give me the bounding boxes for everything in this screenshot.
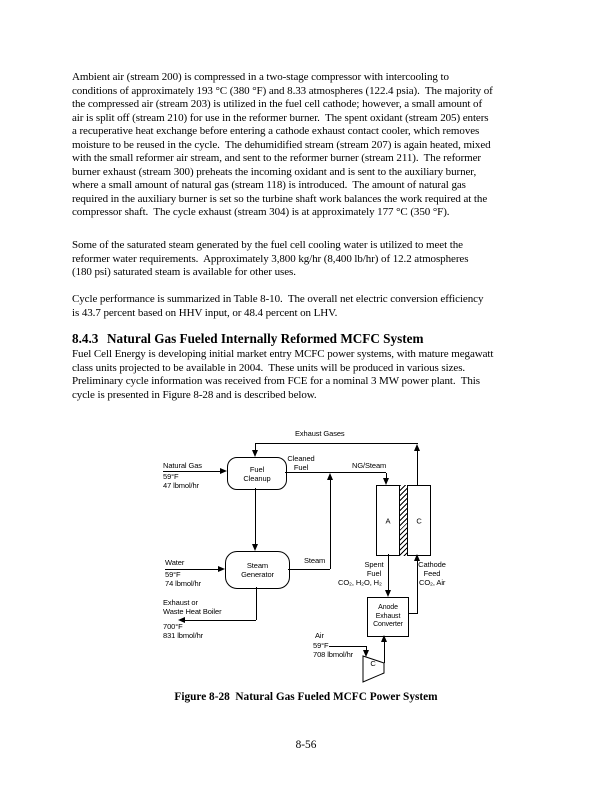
anode-exhaust-converter-box: Anode Exhaust Converter xyxy=(367,597,409,637)
air-line xyxy=(329,646,367,647)
section-heading: 8.4.3 Natural Gas Fueled Internally Refo… xyxy=(72,331,423,347)
natural-gas-label: Natural Gas xyxy=(163,461,202,470)
compressor-outlet-line xyxy=(384,642,385,663)
arrowhead-water-in xyxy=(218,566,225,572)
section-title: Natural Gas Fueled Internally Reformed M… xyxy=(107,331,424,346)
arrowhead-into-fuel-cell xyxy=(383,478,389,485)
steam-generator-box: Steam Generator xyxy=(225,551,290,589)
cleanup-to-generator-line xyxy=(255,488,256,544)
steam-label: Steam xyxy=(304,556,326,565)
arrowhead-waste-heat xyxy=(178,617,185,623)
water-line xyxy=(165,569,218,570)
natural-gas-flow-label: 47 lbmol/hr xyxy=(163,481,200,490)
spent-fuel-label: Spent Fuel xyxy=(364,560,384,578)
arrowhead-exhaust-up xyxy=(414,444,420,451)
paragraph-fce-intro: Fuel Cell Energy is developing initial m… xyxy=(72,348,494,401)
electrolyte-hatch xyxy=(399,485,408,556)
arrowhead-into-cleanup xyxy=(220,468,227,474)
anode-side-label: A xyxy=(385,516,391,525)
section-number: 8.4.3 xyxy=(72,331,99,346)
air-label: Air xyxy=(315,631,324,640)
fuel-cleanup-box: Fuel Cleanup xyxy=(227,457,287,490)
arrowhead-cathode-feed xyxy=(414,554,420,561)
paragraph-saturated-steam: Some of the saturated steam generated by… xyxy=(72,239,469,278)
cathode-feed-riser-line xyxy=(417,561,418,614)
generator-exhaust-drop-line xyxy=(256,587,257,620)
ng-steam-label: NG/Steam xyxy=(352,461,387,470)
natural-gas-line xyxy=(163,471,220,472)
cleaned-fuel-line xyxy=(285,472,386,473)
waste-heat-temp-label: 700°F xyxy=(163,622,183,631)
anode-gases-label: CO₂, H₂O, H₂ xyxy=(338,578,382,587)
water-temp-label: 59°F xyxy=(165,570,181,579)
exhaust-gases-drop-line xyxy=(255,444,256,450)
fuel-cell-exhaust-riser-line xyxy=(417,451,418,485)
cathode-feed-label: Cathode Feed xyxy=(418,560,446,578)
air-drop-line xyxy=(366,647,367,650)
steam-line xyxy=(288,569,330,570)
arrowhead-steam-up xyxy=(327,473,333,480)
air-compressor-symbol xyxy=(362,655,385,683)
waste-heat-line xyxy=(185,620,256,621)
exhaust-gases-line xyxy=(255,443,418,444)
figure-caption: Figure 8-28 Natural Gas Fueled MCFC Powe… xyxy=(174,691,438,703)
waste-heat-flow-label: 831 lbmol/hr xyxy=(163,631,204,640)
water-flow-label: 74 lbmol/hr xyxy=(165,579,202,588)
arrowhead-into-steam-generator xyxy=(252,544,258,551)
arrowhead-into-converter xyxy=(385,590,391,597)
water-label: Water xyxy=(165,558,185,567)
cathode-feed-line xyxy=(407,613,418,614)
cleaned-fuel-label: Cleaned Fuel xyxy=(287,454,315,472)
spent-fuel-line xyxy=(388,554,389,590)
natural-gas-temp-label: 59°F xyxy=(163,471,179,481)
cathode-gases-label: CO₂, Air xyxy=(419,578,446,587)
arrowhead-into-fuel-cleanup xyxy=(252,450,258,457)
paragraph-cycle-performance: Cycle performance is summarized in Table… xyxy=(72,293,484,319)
air-flow-label: 708 lbmol/hr xyxy=(313,650,354,659)
fuel-cell-stack-box: A C xyxy=(376,485,431,556)
steam-riser-line xyxy=(330,480,331,569)
exhaust-gases-label: Exhaust Gases xyxy=(295,429,345,438)
waste-heat-label: Exhaust or Waste Heat Boiler xyxy=(163,598,222,616)
arrowhead-compressor-out xyxy=(381,635,387,642)
ng-steam-drop-line xyxy=(386,473,387,478)
paragraph-ambient-air: Ambient air (stream 200) is compressed i… xyxy=(72,71,493,218)
compressor-label: C xyxy=(370,659,376,668)
arrowhead-into-compressor xyxy=(363,650,369,657)
air-temp-label: 59°F xyxy=(313,641,329,650)
page-number: 8-56 xyxy=(295,739,317,751)
cathode-side-label: C xyxy=(416,516,422,525)
